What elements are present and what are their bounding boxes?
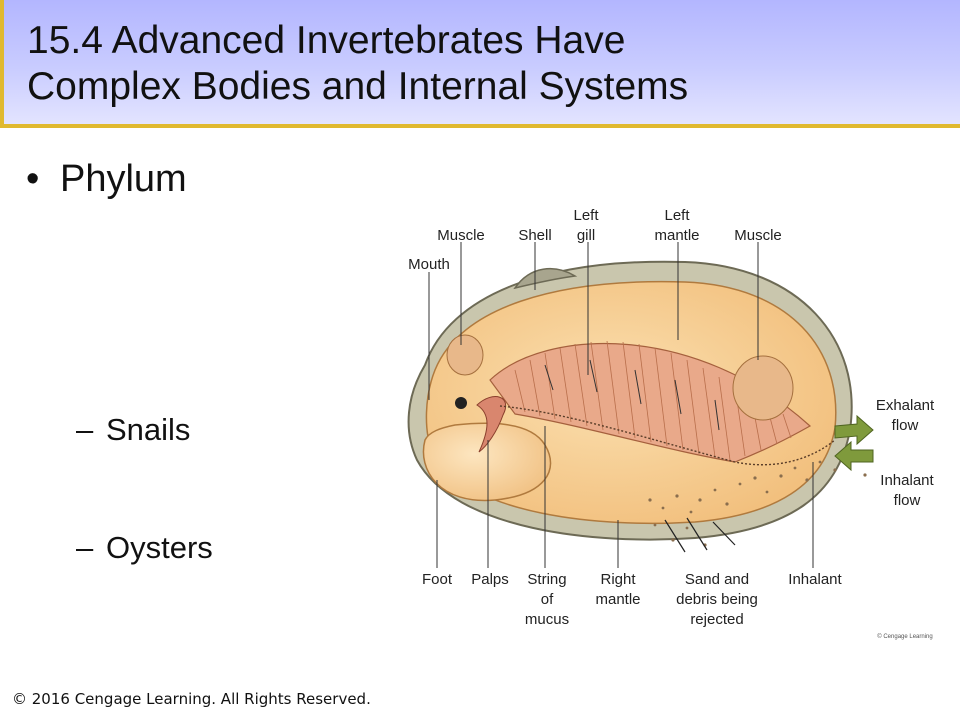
label-string-2: of: [541, 591, 554, 608]
label-exhalant-1: Exhalant: [876, 397, 935, 414]
sub-item-oysters: –Oysters: [76, 530, 213, 566]
sub-item-snails: –Snails: [76, 412, 190, 448]
mucus-string: [499, 405, 836, 466]
sub-item-label: Snails: [106, 412, 191, 447]
label-sand-1: Sand and: [685, 571, 749, 588]
bullet-text: Phylum: [60, 158, 187, 200]
label-inhalant: Inhalant: [788, 571, 842, 588]
sub-item-label: Oysters: [106, 530, 213, 565]
label-string-1: String: [527, 571, 566, 588]
clam-anatomy-svg: Muscle Shell Left gill Left mantle Muscl…: [407, 207, 935, 640]
label-muscle-left: Muscle: [437, 227, 485, 244]
shell-umbo: [513, 268, 578, 290]
label-sand-2: debris being: [676, 591, 758, 608]
label-right-mantle-2: mantle: [595, 591, 640, 608]
rejected-debris-arrows: [664, 517, 736, 553]
posterior-muscle: [732, 355, 794, 421]
label-muscle-right: Muscle: [734, 227, 782, 244]
label-inhalant-flow-1: Inhalant: [880, 472, 934, 489]
anterior-muscle: [446, 334, 484, 376]
inhalant-arrow: [834, 440, 874, 472]
sub-dash: –: [76, 530, 94, 565]
title-bar: 15.4 Advanced Invertebrates Have Complex…: [0, 0, 960, 128]
exhalant-arrow: [834, 414, 874, 446]
label-left-mantle-1: Left: [664, 207, 690, 224]
bullet-phylum: • Phylum: [26, 158, 187, 201]
label-left-gill-1: Left: [573, 207, 599, 224]
mouth: [455, 397, 467, 409]
label-string-3: mucus: [525, 611, 569, 628]
foot: [422, 422, 552, 502]
label-sand-3: rejected: [690, 611, 743, 628]
left-gill: [489, 342, 812, 463]
sub-dash: –: [76, 412, 94, 447]
bullet-dot: •: [26, 158, 40, 200]
label-mouth: Mouth: [408, 256, 450, 273]
label-inhalant-flow-2: flow: [894, 492, 921, 509]
label-foot: Foot: [422, 571, 453, 588]
label-shell: Shell: [518, 227, 551, 244]
gill-flow-arrows: [544, 359, 720, 431]
label-left-mantle-2: mantle: [654, 227, 699, 244]
gill-filaments: [514, 340, 792, 461]
copyright-footer: © 2016 Cengage Learning. All Rights Rese…: [12, 690, 371, 708]
label-left-gill-2: gill: [577, 227, 595, 244]
label-exhalant-2: flow: [892, 417, 919, 434]
title-line-1: 15.4 Advanced Invertebrates Have: [27, 19, 626, 62]
credit-text: © Cengage Learning: [877, 633, 932, 640]
title-line-2: Complex Bodies and Internal Systems: [27, 65, 689, 108]
leader-lines: [428, 242, 814, 568]
slide-title: 15.4 Advanced Invertebrates Have Complex…: [27, 18, 947, 110]
palps: [476, 396, 507, 453]
label-right-mantle-1: Right: [600, 571, 636, 588]
clam-anatomy-diagram: Muscle Shell Left gill Left mantle Muscl…: [395, 200, 950, 640]
label-palps: Palps: [471, 571, 509, 588]
